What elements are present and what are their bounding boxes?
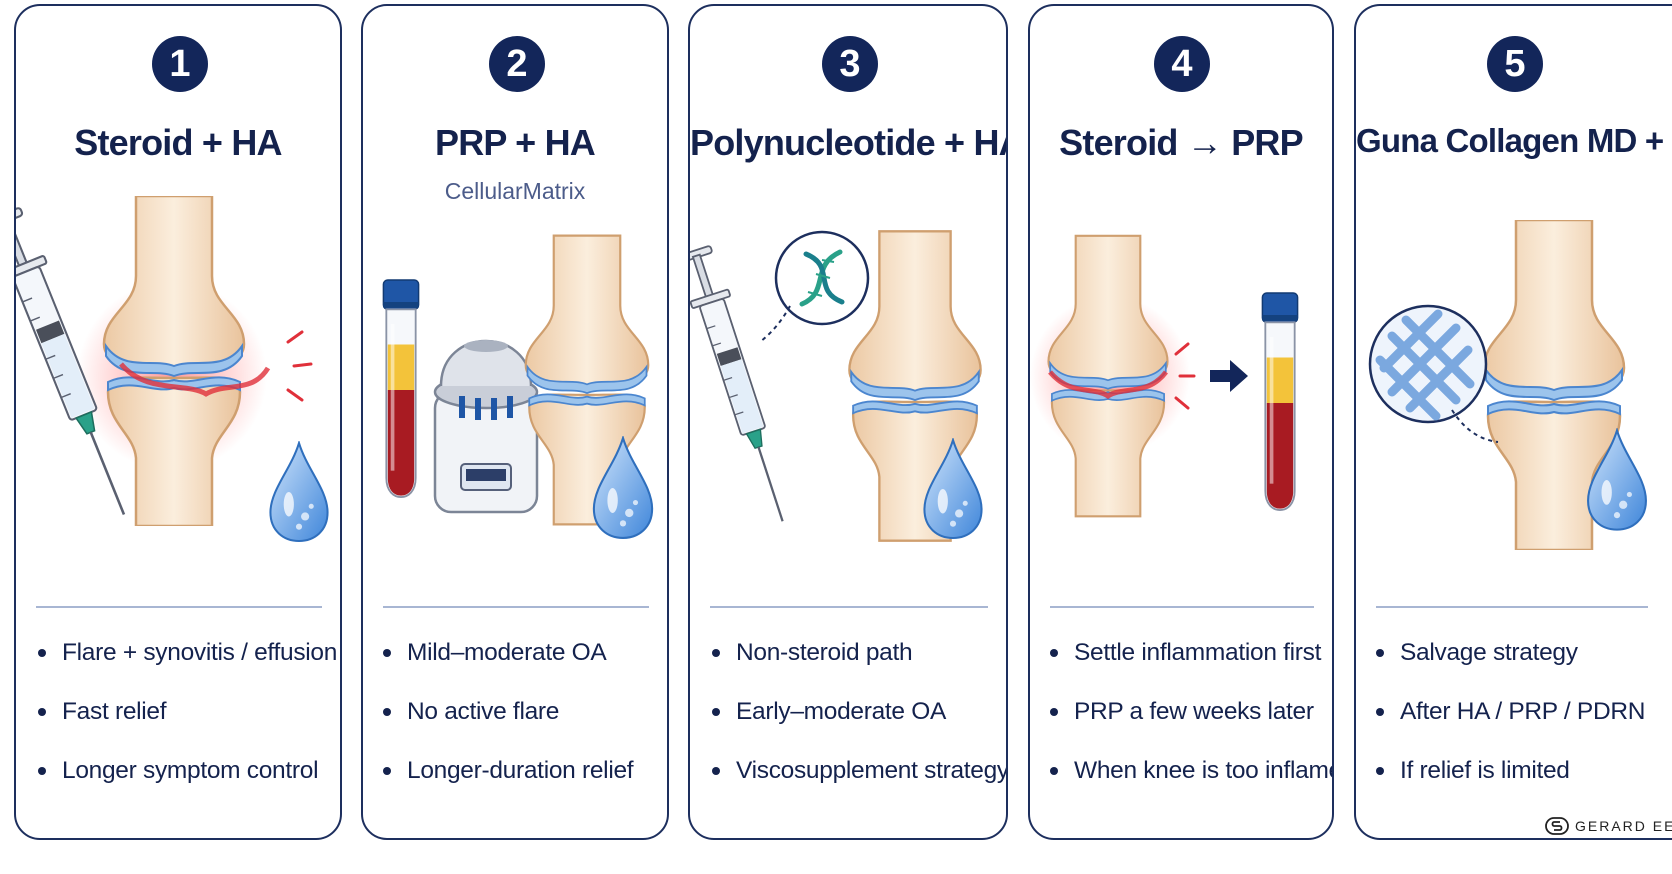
card-illustration — [1030, 234, 1299, 518]
hyaluronic-drop-icon — [269, 442, 329, 542]
step-number-badge: 3 — [822, 36, 878, 92]
dna-icon — [759, 230, 870, 343]
card-title: Steroid + HA — [74, 122, 282, 163]
inflammation-marks-icon — [1174, 342, 1196, 410]
card-illustration — [1368, 220, 1647, 550]
bullet-list: Salvage strategy After HA / PRP / PDRN I… — [1374, 638, 1645, 815]
card-illustration — [690, 230, 983, 542]
step-number-badge: 1 — [152, 36, 208, 92]
knee-joint-icon — [102, 196, 246, 526]
divider — [36, 606, 322, 608]
divider — [383, 606, 649, 608]
list-item: Flare + synovitis / effusion — [36, 638, 337, 697]
list-item: No active flare — [381, 697, 633, 756]
divider — [710, 606, 988, 608]
inflammation-marks-icon — [286, 330, 313, 402]
card-title: Steroid → PRP — [1059, 122, 1303, 163]
card-illustration — [16, 196, 329, 542]
list-item: When knee is too inflamed — [1048, 756, 1332, 815]
list-item: Longer-duration relief — [381, 756, 634, 815]
knee-joint-icon — [1047, 234, 1169, 518]
brand-watermark: GERARD EE — [1545, 817, 1672, 835]
blood-tube-icon — [382, 278, 420, 499]
list-item: Settle inflammation first — [1048, 638, 1332, 697]
step-number-badge: 4 — [1154, 36, 1210, 92]
divider — [1376, 606, 1648, 608]
card-polynucleotide-ha: 3 Polynucleotide + HA Non-steroid path E… — [688, 4, 1008, 840]
card-guna-collagen-ha: 5 Guna Collagen MD + HA Salvage strategy… — [1354, 4, 1672, 840]
step-number-badge: 2 — [489, 36, 545, 92]
list-item: Fast relief — [36, 697, 337, 756]
arrow-right-icon — [1210, 360, 1248, 392]
list-item: If relief is limited — [1374, 756, 1645, 815]
list-item: Early–moderate OA — [710, 697, 1006, 756]
card-steroid-to-prp: 4 Steroid → PRP Settle inflammation firs… — [1028, 4, 1334, 840]
blood-tube-icon — [1261, 291, 1299, 512]
list-item: Viscosupplement strategy — [710, 756, 1006, 815]
list-item: PRP a few weeks later — [1048, 697, 1332, 756]
card-title: Polynucleotide + HA — [690, 122, 1008, 163]
step-number-badge: 5 — [1487, 36, 1543, 92]
list-item: After HA / PRP / PDRN — [1374, 697, 1645, 756]
centrifuge-icon — [433, 339, 539, 514]
divider — [1050, 606, 1314, 608]
list-item: Mild–moderate OA — [381, 638, 633, 697]
list-item: Salvage strategy — [1374, 638, 1645, 697]
card-subtitle: CellularMatrix — [444, 178, 586, 204]
bullet-list: Settle inflammation first PRP a few week… — [1048, 638, 1332, 815]
card-steroid-ha: 1 Steroid + HA Flare + synovitis / effus… — [14, 4, 342, 840]
brand-name: GERARD EE — [1575, 818, 1672, 834]
card-title: PRP + HA — [435, 122, 596, 163]
card-illustration — [382, 234, 654, 539]
bullet-list: Non-steroid path Early–moderate OA Visco… — [710, 638, 1006, 815]
bullet-list: Flare + synovitis / effusion Fast relief… — [36, 638, 337, 815]
card-prp-ha: 2 PRP + HA CellularMatrix Mild–moderate … — [361, 4, 669, 840]
card-title: Guna Collagen MD + HA — [1356, 122, 1672, 159]
collagen-mesh-icon — [1368, 304, 1499, 443]
bullet-list: Mild–moderate OA No active flare Longer-… — [381, 638, 634, 815]
list-item: Longer symptom control — [36, 756, 337, 815]
list-item: Non-steroid path — [710, 638, 1006, 697]
gerard-ee-logo-icon — [1545, 817, 1569, 835]
